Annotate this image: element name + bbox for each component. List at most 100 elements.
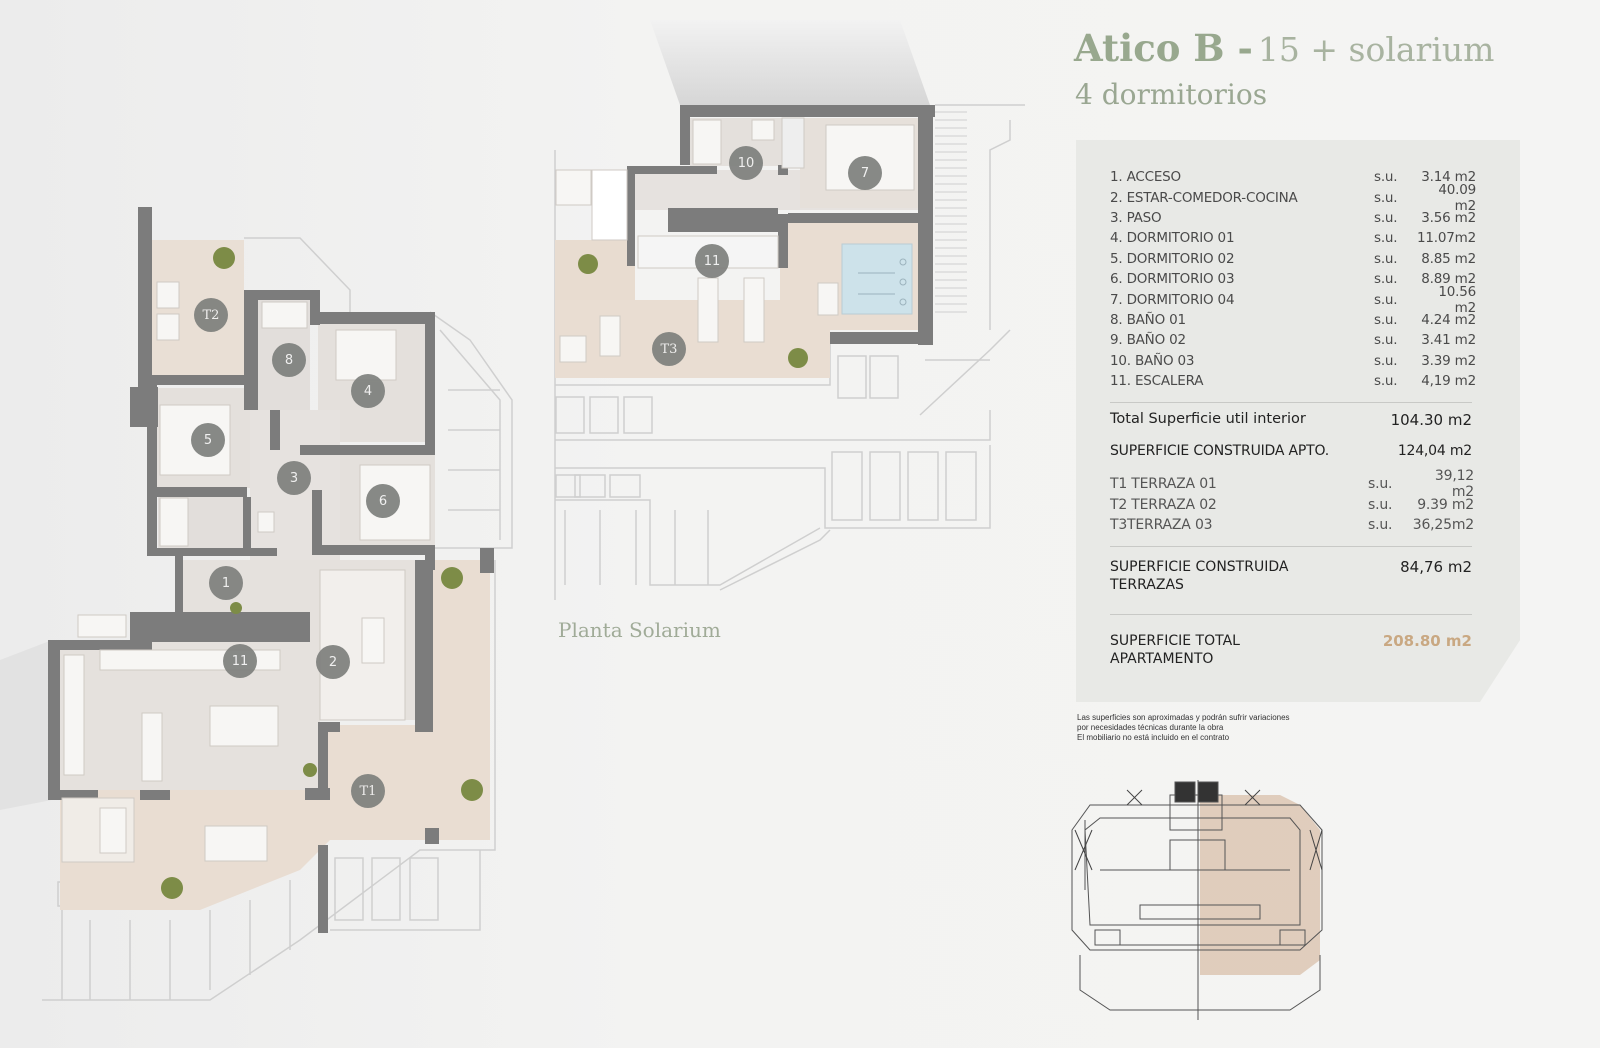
room-name: 9. BAÑO 02 bbox=[1110, 332, 1186, 349]
room-su: s.u. bbox=[1374, 352, 1398, 369]
terrace-name: T2 TERRAZA 02 bbox=[1110, 496, 1217, 513]
room-area: 8.85 m2 bbox=[1421, 250, 1476, 267]
disclaimer: Las superficies son aproximadas y podrán… bbox=[1077, 713, 1290, 743]
room-row: 6. DORMITORIO 03 s.u. 8.89 m2 bbox=[1110, 269, 1476, 289]
room-area: 3.39 m2 bbox=[1421, 352, 1476, 369]
total-util-label: Total Superficie util interior bbox=[1110, 411, 1306, 427]
terrace-name: T3TERRAZA 03 bbox=[1110, 517, 1213, 534]
terrace-list: T1 TERRAZA 01 s.u. 39,12 m2 T2 TERRAZA 02 s… bbox=[1110, 468, 1474, 536]
marker-3: 3 bbox=[277, 461, 311, 495]
marker-8: 8 bbox=[272, 343, 306, 377]
marker-7: 7 bbox=[848, 156, 882, 190]
apartment-total-row: SUPERFICIE TOTAL APARTAMENTO 208.80 m2 bbox=[1110, 632, 1472, 668]
room-area: 4.24 m2 bbox=[1421, 311, 1476, 328]
room-area: 11.07m2 bbox=[1417, 230, 1476, 247]
room-row: 11. ESCALERA s.u. 4,19 m2 bbox=[1110, 371, 1476, 391]
label-line: SUPERFICIE TOTAL bbox=[1110, 633, 1240, 649]
room-row: 2. ESTAR-COMEDOR-COCINA s.u. 40.09 m2 bbox=[1110, 182, 1476, 214]
room-su: s.u. bbox=[1374, 189, 1398, 206]
room-name: 6. DORMITORIO 03 bbox=[1110, 271, 1235, 288]
solarium-plan-label: Planta Solarium bbox=[558, 618, 721, 642]
room-row: 5. DORMITORIO 02 s.u. 8.85 m2 bbox=[1110, 249, 1476, 269]
room-area: 40.09 m2 bbox=[1438, 181, 1476, 214]
room-area: 10.56 m2 bbox=[1438, 283, 1476, 316]
marker-6: 6 bbox=[366, 484, 400, 518]
room-name: 1. ACCESO bbox=[1110, 169, 1181, 186]
room-su: s.u. bbox=[1374, 373, 1398, 390]
room-area: 3.56 m2 bbox=[1421, 209, 1476, 226]
marker-5: 5 bbox=[191, 423, 225, 457]
room-area: 3.41 m2 bbox=[1421, 332, 1476, 349]
room-su: s.u. bbox=[1374, 332, 1398, 349]
apartment-total-label: SUPERFICIE TOTAL APARTAMENTO bbox=[1110, 632, 1240, 668]
room-name: 5. DORMITORIO 02 bbox=[1110, 250, 1235, 267]
page-title: Atico B - 15 + solarium bbox=[1074, 26, 1494, 70]
divider bbox=[1110, 614, 1472, 615]
terrace-area: 9.39 m2 bbox=[1417, 496, 1474, 513]
apartment-total-value: 208.80 m2 bbox=[1382, 632, 1472, 650]
marker-1: 1 bbox=[209, 566, 243, 600]
terrace-area: 36,25m2 bbox=[1412, 517, 1474, 534]
terrace-row: T2 TERRAZA 02 s.u. 9.39 m2 bbox=[1110, 495, 1474, 516]
room-su: s.u. bbox=[1374, 291, 1398, 308]
marker-10: 10 bbox=[729, 146, 763, 180]
room-row: 1. ACCESO s.u. 3.14 m2 bbox=[1110, 167, 1476, 187]
marker-t3: T3 bbox=[652, 332, 686, 366]
label-line: TERRAZAS bbox=[1110, 577, 1184, 593]
label-line: SUPERFICIE CONSTRUIDA bbox=[1110, 559, 1289, 575]
divider bbox=[1110, 546, 1472, 547]
area-summary-panel bbox=[1076, 140, 1520, 702]
label-line: APARTAMENTO bbox=[1110, 651, 1214, 667]
disclaimer-line: Las superficies son aproximadas y podrán… bbox=[1077, 713, 1290, 722]
room-row: 7. DORMITORIO 04 s.u. 10.56 m2 bbox=[1110, 284, 1476, 316]
divider bbox=[1110, 402, 1472, 403]
room-su: s.u. bbox=[1374, 311, 1398, 328]
terrace-area: 39,12 m2 bbox=[1434, 468, 1474, 501]
title-unit: Atico B - bbox=[1074, 26, 1253, 70]
marker-4: 4 bbox=[351, 374, 385, 408]
room-row: 9. BAÑO 02 s.u. 3.41 m2 bbox=[1110, 330, 1476, 350]
room-row: 4. DORMITORIO 01 s.u. 11.07m2 bbox=[1110, 228, 1476, 248]
title-type: 15 + solarium bbox=[1257, 30, 1495, 69]
terrace-su: s.u. bbox=[1368, 476, 1393, 493]
room-name: 4. DORMITORIO 01 bbox=[1110, 230, 1235, 247]
room-su: s.u. bbox=[1374, 271, 1398, 288]
construida-row: SUPERFICIE CONSTRUIDA APTO. 124,04 m2 bbox=[1110, 443, 1472, 459]
room-area: 8.89 m2 bbox=[1421, 271, 1476, 288]
room-area: 3.14 m2 bbox=[1421, 169, 1476, 186]
room-su: s.u. bbox=[1374, 169, 1398, 186]
total-util-value: 104.30 m2 bbox=[1390, 411, 1472, 429]
terrace-su: s.u. bbox=[1368, 517, 1393, 534]
room-name: 7. DORMITORIO 04 bbox=[1110, 291, 1235, 308]
room-su: s.u. bbox=[1374, 250, 1398, 267]
terrace-row: T1 TERRAZA 01 s.u. 39,12 m2 bbox=[1110, 468, 1474, 500]
room-name: 2. ESTAR-COMEDOR-COCINA bbox=[1110, 189, 1298, 206]
terrace-su: s.u. bbox=[1368, 496, 1393, 513]
disclaimer-line: El mobiliario no está incluido en el con… bbox=[1077, 733, 1230, 742]
terrazas-total-row: SUPERFICIE CONSTRUIDA TERRAZAS 84,76 m2 bbox=[1110, 558, 1472, 594]
room-name: 3. PASO bbox=[1110, 209, 1162, 226]
room-row: 10. BAÑO 03 s.u. 3.39 m2 bbox=[1110, 351, 1476, 371]
room-name: 8. BAÑO 01 bbox=[1110, 311, 1186, 328]
terrace-row: T3TERRAZA 03 s.u. 36,25m2 bbox=[1110, 515, 1474, 536]
room-area: 4,19 m2 bbox=[1421, 373, 1476, 390]
marker-t2: T2 bbox=[194, 298, 228, 332]
terrazas-total-value: 84,76 m2 bbox=[1400, 558, 1472, 576]
marker-11: 11 bbox=[223, 644, 257, 678]
room-name: 11. ESCALERA bbox=[1110, 373, 1204, 390]
room-row: 8. BAÑO 01 s.u. 4.24 m2 bbox=[1110, 310, 1476, 330]
page-subtitle: 4 dormitorios bbox=[1075, 78, 1268, 111]
terrazas-total-label: SUPERFICIE CONSTRUIDA TERRAZAS bbox=[1110, 558, 1288, 594]
construida-value: 124,04 m2 bbox=[1397, 443, 1472, 459]
terrace-name: T1 TERRAZA 01 bbox=[1110, 476, 1217, 493]
room-list: 1. ACCESO s.u. 3.14 m2 2. ESTAR-COMEDOR-CO… bbox=[1110, 167, 1476, 391]
disclaimer-line: por necesidades técnicas durante la obra bbox=[1077, 723, 1224, 732]
construida-label: SUPERFICIE CONSTRUIDA APTO. bbox=[1110, 443, 1329, 459]
room-su: s.u. bbox=[1374, 230, 1398, 247]
total-util-row: Total Superficie util interior 104.30 m2 bbox=[1110, 411, 1472, 429]
room-name: 10. BAÑO 03 bbox=[1110, 352, 1195, 369]
marker-11-solarium: 11 bbox=[695, 244, 729, 278]
marker-t1: T1 bbox=[351, 774, 385, 808]
